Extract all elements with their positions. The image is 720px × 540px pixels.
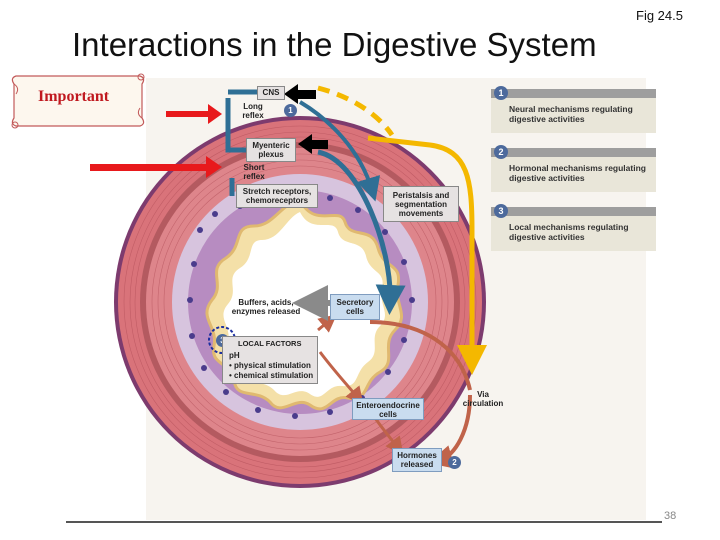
key-text: Neural mechanisms regulating digestive a… [509, 104, 633, 124]
via-circulation-label: Via circulation [462, 390, 504, 408]
local-factor-item: • chemical stimulation [229, 371, 314, 380]
local-factors-box: LOCAL FACTORS pH • physical stimulation … [222, 336, 318, 384]
red-arrow-short-reflex [90, 156, 222, 178]
cns-dashed-path [317, 85, 395, 137]
figure-label: Fig 24.5 [636, 8, 683, 23]
motor-output-path [317, 149, 406, 315]
circulation-path [367, 135, 487, 375]
long-reflex-label: Long reflex [242, 102, 264, 120]
key-text: Local mechanisms regulating digestive ac… [509, 222, 629, 242]
local-factor-item: • physical stimulation [229, 361, 311, 370]
stretch-receptors-label: Stretch receptors, chemoreceptors [236, 184, 318, 208]
important-scroll [11, 73, 145, 129]
local-factors-list: pH • physical stimulation • chemical sti… [229, 351, 313, 381]
slide-title: Interactions in the Digestive System [72, 26, 597, 63]
important-note: Important [38, 88, 110, 105]
short-reflex-label: Short reflex [243, 163, 265, 181]
hormones-number: 2 [448, 456, 461, 469]
enteroendocrine-label: Enteroendocrine cells [352, 398, 424, 420]
page-number: 38 [664, 510, 677, 522]
key-text: Hormonal mechanisms regulating digestive… [509, 163, 646, 183]
hormone-return-path [428, 394, 472, 469]
peristalsis-label: Peristalsis and segmentation movements [383, 186, 459, 222]
cns-label: CNS [257, 86, 285, 100]
black-arrow-myenteric [298, 134, 328, 154]
buffers-label: Buffers, acids, enzymes released [231, 298, 301, 316]
key-item-hormonal: 2 Hormonal mechanisms regulating digesti… [491, 145, 656, 192]
secretory-cells-label: Secretory cells [330, 294, 380, 320]
key-number: 1 [494, 86, 508, 100]
myenteric-plexus-label: Myenteric plexus [246, 138, 296, 162]
black-arrow-cns [284, 84, 316, 104]
key-number: 3 [494, 204, 508, 218]
local-factor-item: pH [229, 351, 240, 360]
long-reflex-number: 1 [284, 104, 297, 117]
key-number: 2 [494, 145, 508, 159]
key-item-neural: 1 Neural mechanisms regulating digestive… [491, 86, 656, 133]
hormones-released-label: Hormones released [392, 448, 442, 472]
bottom-rule [66, 521, 662, 523]
red-arrow-long-reflex [166, 104, 222, 124]
local-factors-title: LOCAL FACTORS [238, 339, 302, 348]
key-item-local: 3 Local mechanisms regulating digestive … [491, 204, 656, 251]
